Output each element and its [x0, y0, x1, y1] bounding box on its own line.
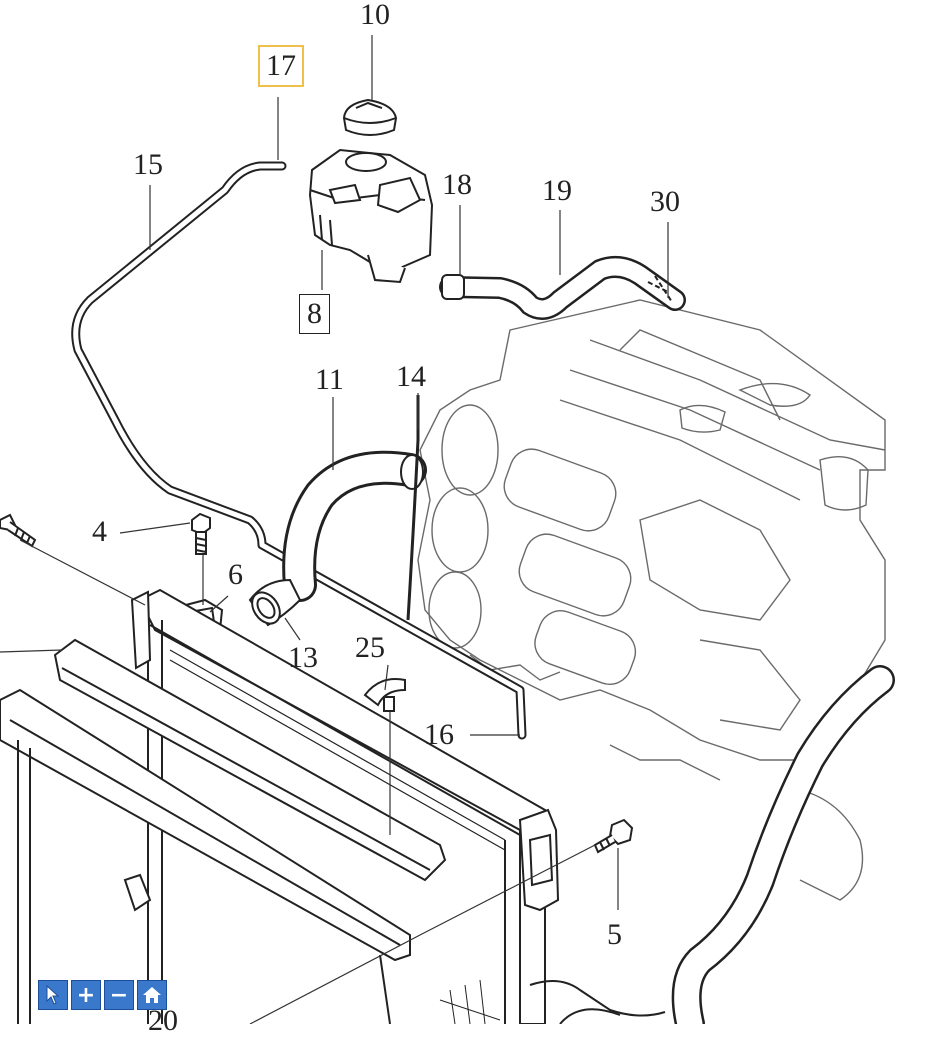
callout-10[interactable]: 10 — [360, 0, 390, 31]
callout-5[interactable]: 5 — [607, 918, 622, 951]
callout-14[interactable]: 14 — [396, 360, 426, 393]
home-icon — [143, 987, 161, 1003]
fan-shroud — [0, 638, 501, 1024]
callout-4[interactable]: 4 — [92, 515, 107, 548]
callout-11[interactable]: 11 — [315, 363, 344, 396]
callout-17[interactable]: 17 — [258, 45, 304, 87]
bolt-left — [0, 513, 37, 548]
callout-30[interactable]: 30 — [650, 185, 680, 218]
expansion-tank — [308, 148, 434, 284]
lower-hose — [529, 665, 895, 1024]
callout-16[interactable]: 16 — [424, 718, 454, 751]
clip-25 — [363, 678, 406, 712]
callout-8[interactable]: 8 — [299, 294, 330, 334]
callout-15[interactable]: 15 — [133, 148, 163, 181]
callout-25[interactable]: 25 — [355, 631, 385, 664]
zoom-in-button[interactable]: + — [71, 980, 101, 1010]
hose-15 — [71, 161, 527, 740]
hose-11 — [282, 450, 427, 602]
hose-19 — [439, 255, 686, 320]
bolt-5 — [593, 818, 634, 854]
pointer-button[interactable] — [38, 980, 68, 1010]
viewer-toolbar: + − — [38, 980, 167, 1010]
callout-13[interactable]: 13 — [288, 641, 318, 674]
callout-18[interactable]: 18 — [442, 168, 472, 201]
callout-20[interactable]: 20 — [148, 1004, 178, 1037]
hose-13 — [248, 578, 302, 627]
cursor-icon — [46, 985, 60, 1005]
hose-14 — [406, 395, 420, 621]
home-button[interactable] — [137, 980, 167, 1010]
zoom-out-button[interactable]: − — [104, 980, 134, 1010]
engine-block — [417, 299, 886, 901]
callout-6[interactable]: 6 — [228, 558, 243, 591]
plus-icon: + — [76, 982, 96, 1008]
leader-lines — [0, 35, 669, 1024]
bolt-4 — [191, 512, 211, 555]
tank-cap — [342, 98, 398, 136]
minus-icon: − — [109, 982, 129, 1008]
callout-19[interactable]: 19 — [542, 174, 572, 207]
